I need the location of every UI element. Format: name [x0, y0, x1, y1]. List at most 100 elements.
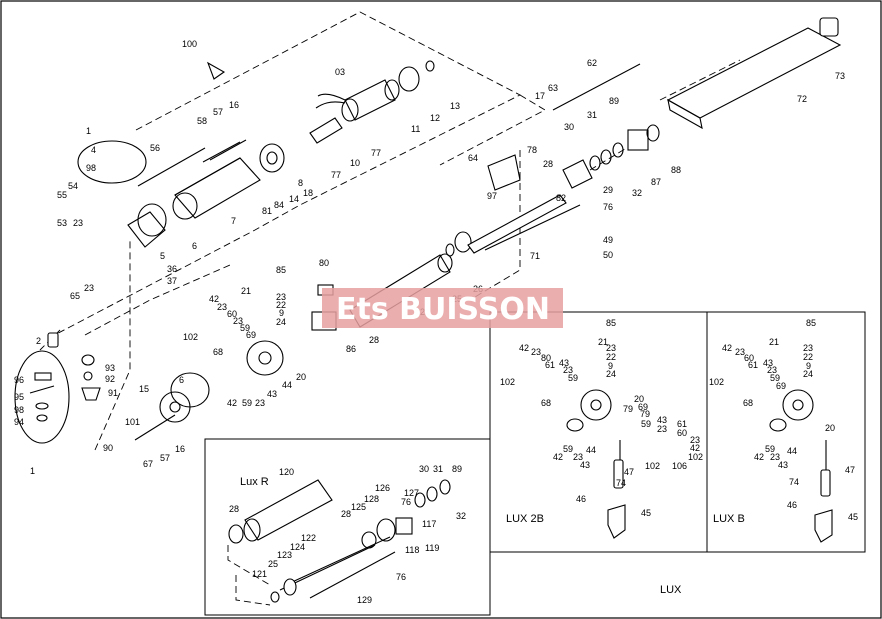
part-number-label: 85	[276, 265, 286, 275]
part-number-label: 28	[369, 335, 379, 345]
part-number-label: 13	[450, 101, 460, 111]
part-number-label: 49	[603, 235, 613, 245]
part-number-label: 96	[14, 375, 24, 385]
part-number-label: 89	[609, 96, 619, 106]
part-number-label: 22	[803, 352, 813, 362]
part-number-label: 42	[754, 452, 764, 462]
part-number-label: 37	[167, 276, 177, 286]
part-number-label: 45	[848, 512, 858, 522]
part-number-label: 31	[433, 464, 443, 474]
part-number-label: 54	[68, 181, 78, 191]
lux-b-box	[706, 311, 866, 553]
part-number-label: 87	[651, 177, 661, 187]
part-number-label: 6	[179, 375, 184, 385]
part-number-label: 97	[487, 191, 497, 201]
part-number-label: 03	[335, 67, 345, 77]
watermark: Ets BUISSON	[322, 288, 563, 328]
part-number-label: 69	[246, 330, 256, 340]
part-number-label: 23	[233, 316, 243, 326]
part-number-label: 60	[227, 309, 237, 319]
part-number-label: 124	[290, 542, 305, 552]
part-number-label: 59	[242, 398, 252, 408]
part-number-label: 72	[797, 94, 807, 104]
part-number-label: 127	[404, 488, 419, 498]
part-number-label: 79	[640, 409, 650, 419]
rod-57	[209, 139, 247, 161]
lux-2b-label: LUX 2B	[506, 513, 544, 525]
part-number-label: 23	[217, 302, 227, 312]
part-number-label: 11	[411, 124, 420, 134]
part-number-label: 102	[500, 377, 515, 387]
part-number-label: 36	[167, 264, 177, 274]
part-number-label: 21	[241, 286, 251, 296]
lux-r-box	[204, 438, 491, 616]
part-number-label: 46	[576, 494, 586, 504]
part-number-label: 102	[709, 377, 724, 387]
part-number-label: 10	[350, 158, 360, 168]
part-number-label: 47	[845, 465, 855, 475]
part-number-label: 65	[70, 291, 80, 301]
part-number-label: 42	[519, 343, 529, 353]
part-number-label: 123	[277, 550, 292, 560]
part-number-label: 22	[606, 352, 616, 362]
part-number-label: 45	[641, 508, 651, 518]
end-flange	[127, 203, 167, 248]
part-number-label: 42	[722, 343, 732, 353]
part-number-label: 76	[401, 497, 411, 507]
motor-body	[309, 60, 435, 144]
assembly-outline	[44, 11, 521, 341]
part-number-label: 1	[86, 126, 91, 136]
part-number-label: 46	[787, 500, 797, 510]
cable-03	[315, 93, 346, 109]
part-number-label: 126	[375, 483, 390, 493]
part-number-label: 24	[606, 369, 616, 379]
part-number-label: 28	[341, 509, 351, 519]
part-number-label: 50	[603, 250, 613, 260]
shaft-lower	[134, 414, 176, 441]
end-cap-29	[562, 124, 660, 189]
part-number-label: 59	[563, 444, 573, 454]
part-number-label: 61	[677, 419, 687, 429]
part-number-label: 84	[274, 200, 284, 210]
part-number-label: 23	[803, 343, 813, 353]
part-number-label: 89	[452, 464, 462, 474]
part-number-label: 42	[227, 398, 237, 408]
part-number-label: 6	[192, 241, 197, 251]
part-number-label: 25	[268, 559, 278, 569]
part-number-label: 68	[541, 398, 551, 408]
bracket-64	[487, 154, 521, 191]
part-number-label: 5	[160, 251, 165, 261]
part-number-label: 29	[603, 185, 613, 195]
part-number-label: 85	[606, 318, 616, 328]
lux-r-label: Lux R	[240, 476, 269, 488]
assembly-outline-2	[84, 264, 231, 336]
part-number-label: 53	[57, 218, 67, 228]
part-number-label: 106	[672, 461, 687, 471]
part-number-label: 59	[641, 419, 651, 429]
part-number-label: 24	[276, 317, 286, 327]
part-number-label: 92	[105, 374, 115, 384]
part-number-label: 102	[183, 332, 198, 342]
part-number-label: 62	[587, 58, 597, 68]
part-number-label: 118	[405, 545, 419, 555]
tube-72	[666, 17, 842, 130]
hub-93	[81, 354, 101, 401]
part-number-label: 78	[527, 145, 537, 155]
part-number-label: 121	[252, 569, 267, 579]
part-number-label: 31	[587, 110, 597, 120]
part-number-label: 24	[803, 369, 813, 379]
part-number-label: 28	[229, 504, 239, 514]
part-number-label: 98	[14, 405, 24, 415]
part-number-label: 79	[623, 404, 633, 414]
lux-2b-parts	[566, 389, 626, 539]
rod-62	[552, 63, 641, 111]
bearing-2	[47, 332, 59, 348]
part-number-label: 64	[468, 153, 478, 163]
assembly-outline-5	[659, 59, 741, 101]
part-number-label: 56	[150, 143, 160, 153]
part-number-label: 67	[143, 459, 153, 469]
part-number-label: 8	[298, 178, 303, 188]
part-number-label: 23	[735, 347, 745, 357]
part-number-label: 90	[103, 443, 113, 453]
part-number-label: 59	[770, 373, 780, 383]
